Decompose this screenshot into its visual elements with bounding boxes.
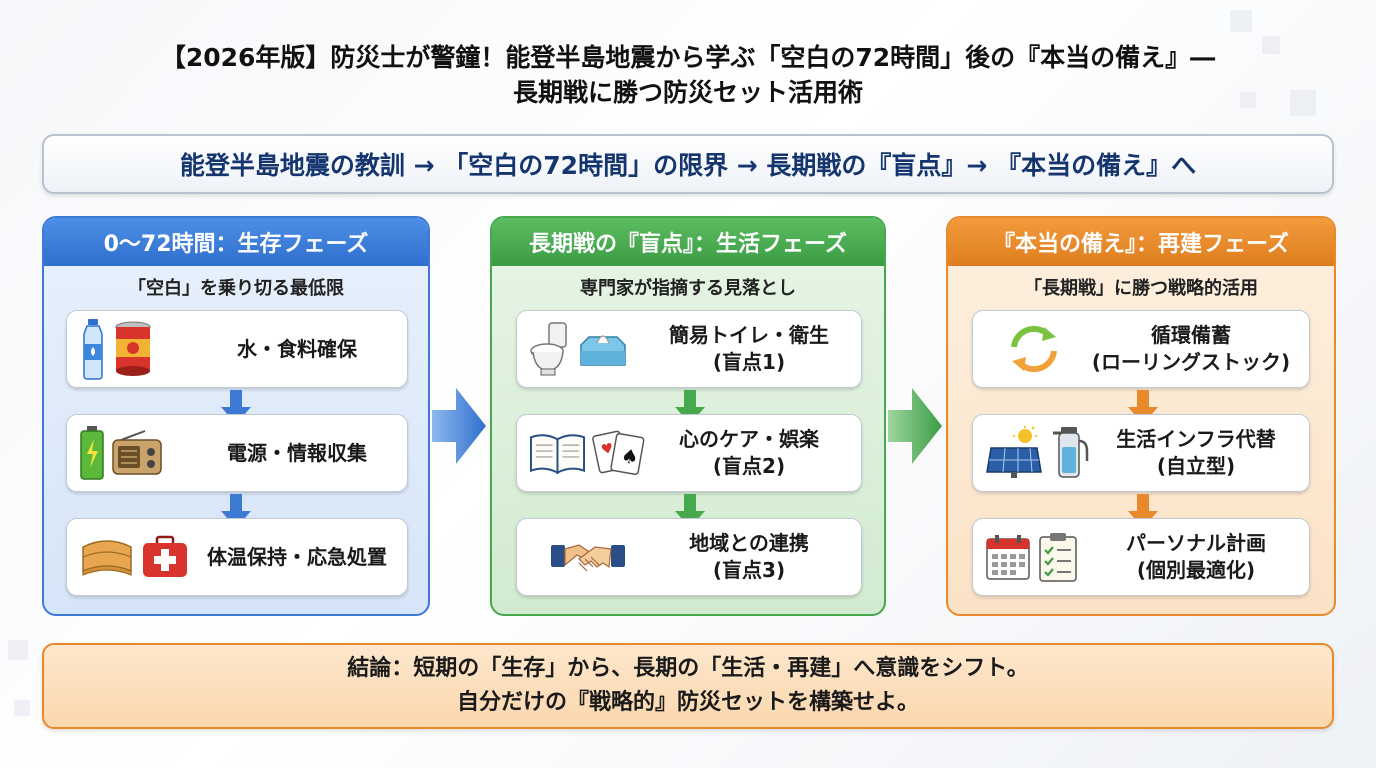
card-power-info: 電源・情報収集	[66, 414, 408, 492]
blanket-icon	[82, 540, 132, 576]
card-mental-care: ♥ ♠ 心のケア・娯楽 (盲点2)	[516, 414, 862, 492]
handshake-icon	[551, 544, 625, 572]
card-label: 水・食料確保	[237, 336, 357, 361]
first-aid-kit-icon	[143, 535, 187, 577]
tissue-box-icon	[580, 335, 626, 366]
card-sublabel: (ローリングストック)	[1091, 350, 1291, 374]
page-title: 【2026年版】防災士が警鐘！能登半島地震から学ぶ「空白の72時間」後の『本当の…	[40, 40, 1336, 110]
phase-transition-arrow-icon	[888, 388, 942, 464]
background-decoration	[14, 700, 30, 716]
water-bottle-icon	[83, 319, 103, 380]
card-water-food: 水・食料確保	[66, 310, 408, 388]
background-decoration	[1262, 36, 1280, 54]
card-sublabel: (盲点1)	[712, 350, 786, 374]
background-decoration	[1240, 92, 1256, 108]
battery-icon	[80, 426, 104, 480]
card-sublabel: (自立型)	[1156, 454, 1236, 478]
flow-banner-text: 能登半島地震の教訓 → 「空白の72時間」の限界 → 長期戦の『盲点』→ 『本当…	[179, 151, 1197, 180]
background-decoration	[1230, 10, 1252, 32]
card-toilet-hygiene: 簡易トイレ・衛生 (盲点1)	[516, 310, 862, 388]
book-icon	[529, 434, 586, 475]
title-line-1: 【2026年版】防災士が警鐘！能登半島地震から学ぶ「空白の72時間」後の『本当の…	[160, 43, 1216, 72]
water-filter-icon	[1053, 427, 1089, 478]
conclusion-box: 結論：短期の「生存」から、長期の「生活・再建」へ意識をシフト。 自分だけの『戦略…	[42, 643, 1334, 729]
card-rolling-stock: 循環備蓄 (ローリングストック)	[972, 310, 1310, 388]
svg-text:♥: ♥	[600, 440, 615, 458]
phase-subtitle: 「空白」を乗り切る最低限	[128, 278, 344, 299]
flow-banner: 能登半島地震の教訓 → 「空白の72時間」の限界 → 長期戦の『盲点』→ 『本当…	[42, 134, 1334, 194]
card-sublabel: (個別最適化)	[1136, 558, 1256, 582]
card-label: 心のケア・娯楽	[679, 427, 819, 451]
recycle-arrows-icon	[1011, 325, 1057, 373]
phase-survival: 0〜72時間：生存フェーズ 「空白」を乗り切る最低限 水・食料確保	[42, 216, 430, 616]
checklist-icon	[1039, 533, 1077, 582]
calendar-icon	[986, 535, 1030, 580]
background-decoration	[8, 640, 28, 660]
toilet-icon	[530, 322, 567, 376]
card-label: パーソナル計画	[1126, 531, 1266, 555]
card-community: 地域との連携 (盲点3)	[516, 518, 862, 596]
card-infra-alternative: 生活インフラ代替 (自立型)	[972, 414, 1310, 492]
card-sublabel: (盲点3)	[712, 558, 786, 582]
card-personal-plan: パーソナル計画 (個別最適化)	[972, 518, 1310, 596]
background-decoration	[1290, 90, 1316, 116]
card-label: 簡易トイレ・衛生	[669, 323, 829, 347]
conclusion-line-2: 自分だけの『戦略的』防災セットを構築せよ。	[456, 690, 919, 715]
phase-subtitle: 「長期戦」に勝つ戦略的活用	[1024, 278, 1258, 299]
solar-panel-icon	[986, 426, 1042, 478]
title-line-2: 長期戦に勝つ防災セット活用術	[512, 78, 863, 107]
card-label: 循環備蓄	[1151, 323, 1231, 347]
card-label: 電源・情報収集	[227, 440, 367, 465]
card-warmth-firstaid: 体温保持・応急処置	[66, 518, 408, 596]
phase-transition-arrow-icon	[432, 388, 486, 464]
phase-header: 0〜72時間：生存フェーズ	[44, 218, 428, 266]
card-sublabel: (盲点2)	[712, 454, 786, 478]
phase-header: 『本当の備え』：再建フェーズ	[948, 218, 1334, 266]
card-label: 生活インフラ代替	[1116, 427, 1276, 451]
card-label: 体温保持・応急処置	[207, 544, 387, 569]
phase-rebuild: 『本当の備え』：再建フェーズ 「長期戦」に勝つ戦略的活用 循環備蓄 (ローリング…	[946, 216, 1336, 616]
conclusion-line-1: 結論：短期の「生存」から、長期の「生活・再建」へ意識をシフト。	[347, 656, 1029, 681]
phase-living: 長期戦の『盲点』：生活フェーズ 専門家が指摘する見落とし 簡易トイレ・衛生 (盲…	[490, 216, 886, 616]
canned-food-icon	[115, 321, 151, 376]
phase-header: 長期戦の『盲点』：生活フェーズ	[492, 218, 884, 266]
playing-cards-icon: ♥ ♠	[592, 430, 645, 476]
radio-icon	[112, 430, 162, 475]
phase-subtitle: 専門家が指摘する見落とし	[580, 278, 796, 299]
svg-text:♠: ♠	[619, 444, 640, 470]
card-label: 地域との連携	[689, 531, 809, 555]
